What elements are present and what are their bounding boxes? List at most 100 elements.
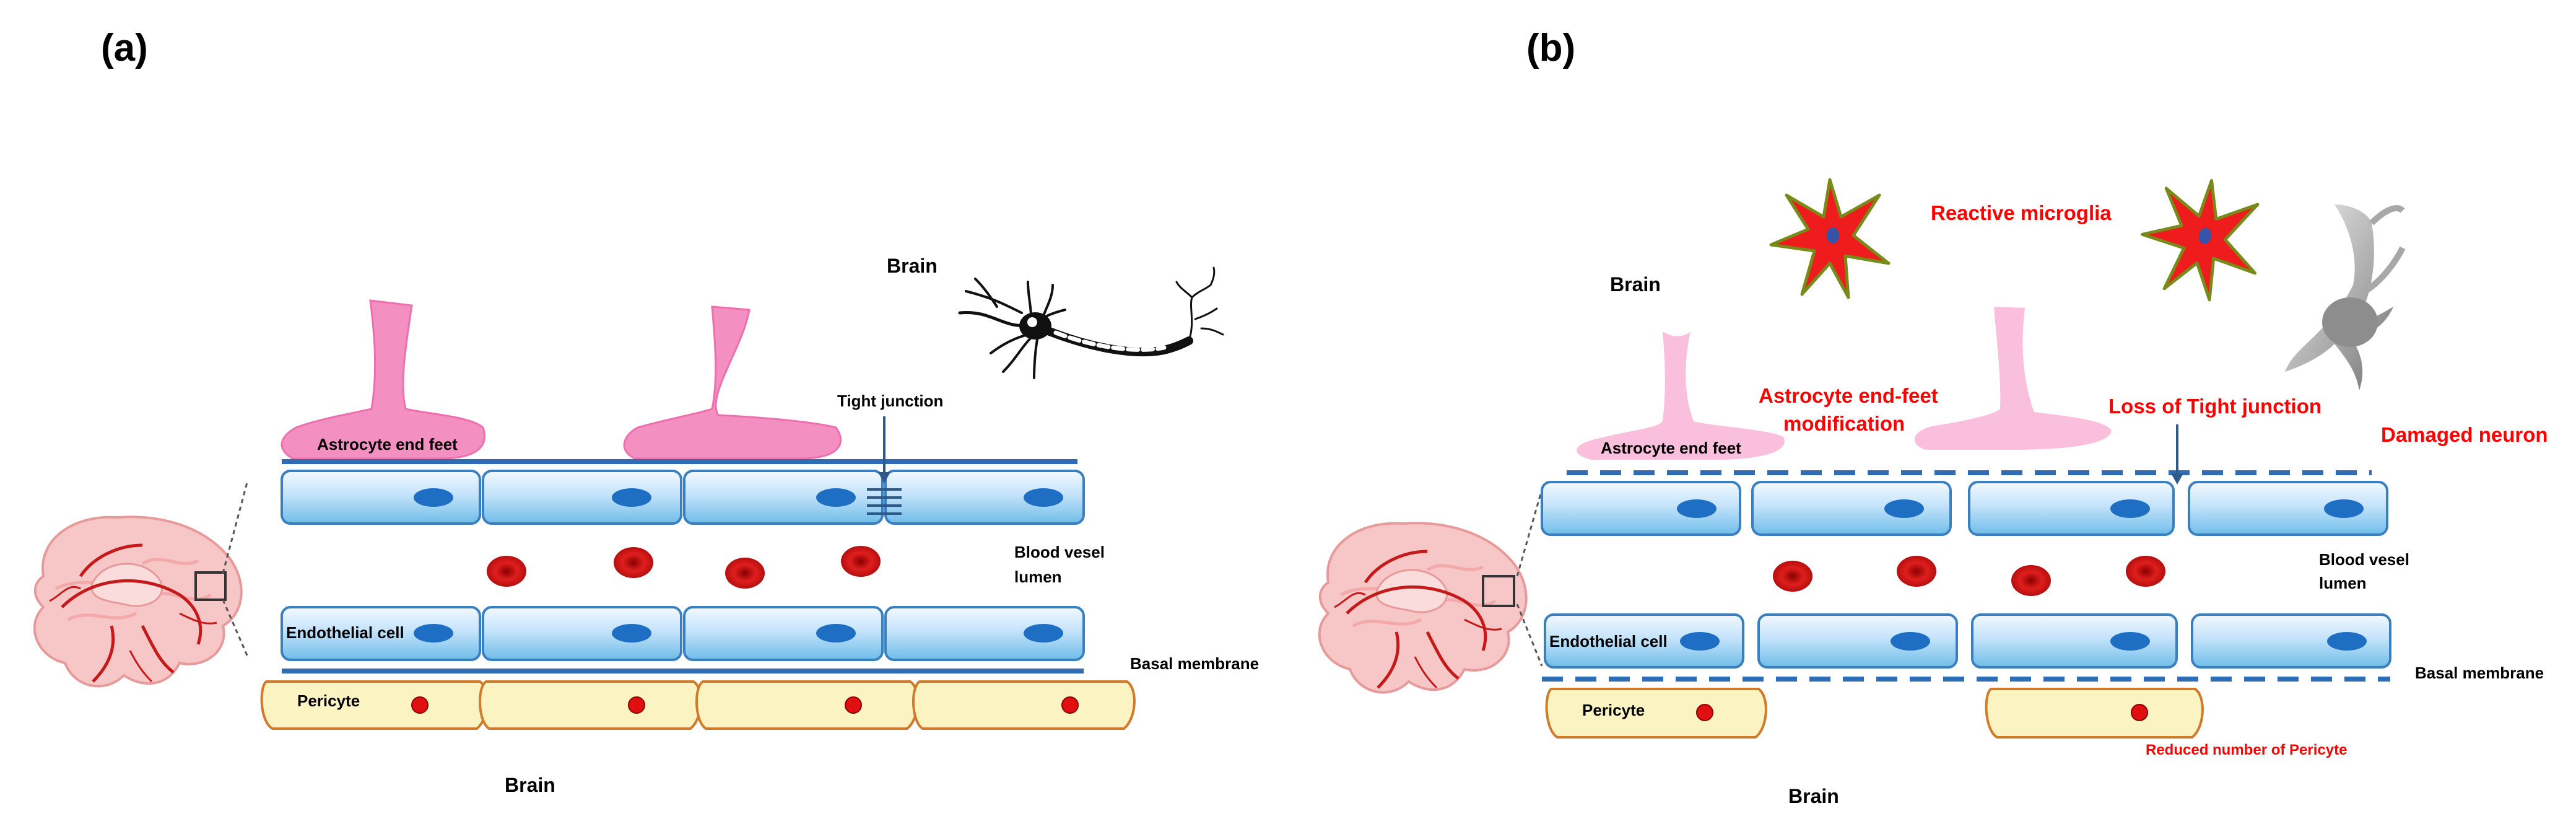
rbc <box>614 547 653 578</box>
brain-illustration <box>1320 523 1526 692</box>
pericytes <box>1545 688 2204 739</box>
nucleus <box>1884 499 1924 518</box>
pericytes <box>260 680 1136 730</box>
pericyte <box>1985 688 2204 739</box>
brain-illustration <box>35 517 242 686</box>
endothelial-cell <box>281 606 481 661</box>
astrocyte-modification-label: Astrocyte end-feet <box>1759 384 1938 407</box>
basal-membrane-label: Basal membrane <box>1130 654 1259 673</box>
astrocyte-modification-label: modification <box>1783 412 1905 435</box>
astrocyte-end-foot <box>1577 331 1785 460</box>
zoom-line <box>1516 603 1543 667</box>
nucleus <box>2324 499 2364 518</box>
tight-junction-marker <box>867 416 902 515</box>
pericyte-label: Pericyte <box>1582 701 1645 719</box>
nucleus <box>1024 488 1063 507</box>
pericyte-nucleus <box>628 696 645 714</box>
nucleus <box>1680 632 1720 651</box>
pericyte <box>260 680 489 730</box>
astrocyte-end-foot <box>281 299 485 460</box>
nucleus <box>612 488 651 507</box>
endothelial-cell <box>1968 481 2175 536</box>
tight-junction-label: Tight junction <box>837 392 943 410</box>
rbc <box>1773 561 1812 592</box>
rbc <box>487 556 526 587</box>
rbc <box>1897 556 1936 587</box>
nucleus <box>1677 499 1717 518</box>
endothelial-cell <box>482 606 682 661</box>
reactive-microglia-label: Reactive microglia <box>1931 201 2112 224</box>
blood-vessel-label: lumen <box>2319 574 2367 592</box>
neuron-illustration <box>958 266 1224 379</box>
endothelial-label: Endothelial cell <box>1549 632 1668 651</box>
zoom-line <box>1516 489 1543 577</box>
endothelial-cell <box>1971 613 2178 669</box>
rbc <box>2011 565 2051 596</box>
pericyte-nucleus <box>1061 696 1079 714</box>
red-blood-cells <box>1773 556 2165 596</box>
rbc <box>841 546 881 577</box>
brain-label-bottom: Brain <box>1788 785 1839 807</box>
red-blood-cells <box>487 546 881 589</box>
basal-membrane-label: Basal membrane <box>2415 664 2544 682</box>
reduced-pericyte-label: Reduced number of Pericyte <box>2146 742 2347 758</box>
brain-label-top: Brain <box>1610 273 1661 296</box>
endothelial-cell <box>1544 613 1744 669</box>
pericyte <box>912 680 1136 730</box>
endothelial-cell <box>1751 481 1952 536</box>
reactive-microglia <box>1771 180 1889 297</box>
nucleus <box>414 624 453 643</box>
nucleus <box>816 624 856 643</box>
nucleus <box>816 488 856 507</box>
damaged-neuron-illustration <box>2285 204 2406 390</box>
pericyte-nucleus <box>845 696 862 714</box>
astrocyte-end-foot <box>623 305 842 460</box>
nucleus <box>2327 632 2367 651</box>
blood-vessel-label: Blood vesel <box>2319 550 2409 569</box>
nucleus <box>1024 624 1063 643</box>
astrocyte-label: Astrocyte end feet <box>317 435 458 454</box>
astrocyte-end-foot <box>1914 307 2112 450</box>
pericyte-nucleus <box>2131 704 2148 721</box>
nucleus <box>2110 499 2150 518</box>
rbc <box>2126 556 2165 587</box>
endothelial-label: Endothelial cell <box>286 623 404 642</box>
endothelial-row-bottom <box>281 606 1085 661</box>
blood-vessel-label: lumen <box>1014 568 1062 586</box>
panel-a: (a) Astrocyte end feet <box>35 27 1259 796</box>
pericyte-label: Pericyte <box>297 691 360 710</box>
endothelial-cell <box>281 470 481 525</box>
panel-a-label: (a) <box>101 27 148 69</box>
loss-tight-junction-arrow <box>2171 424 2183 485</box>
nucleus <box>414 488 453 507</box>
pericyte <box>695 680 919 730</box>
endothelial-row-top <box>281 470 1085 525</box>
nucleus <box>612 624 651 643</box>
nucleus <box>2110 632 2150 651</box>
reactive-microglia <box>2133 170 2269 307</box>
pericyte <box>1545 688 1767 739</box>
endothelial-row-top <box>1541 481 2388 536</box>
blood-vessel-label: Blood vesel <box>1014 543 1105 561</box>
endothelial-cell <box>1541 481 1741 536</box>
rbc <box>725 558 765 589</box>
endothelial-cell <box>884 606 1085 661</box>
loss-tight-junction-label: Loss of Tight junction <box>2108 395 2321 418</box>
nucleus <box>1891 632 1930 651</box>
endothelial-cell <box>683 606 884 661</box>
zoom-line <box>222 599 249 657</box>
astrocyte-label: Astrocyte end feet <box>1601 439 1741 457</box>
endothelial-cell <box>482 470 682 525</box>
endothelial-cell <box>1757 613 1958 669</box>
brain-label-bottom: Brain <box>505 774 555 796</box>
endothelial-cell <box>2188 481 2388 536</box>
pericyte <box>479 680 702 730</box>
pericyte-nucleus <box>411 696 429 714</box>
damaged-neuron-label: Damaged neuron <box>2381 423 2548 446</box>
brain-label-top: Brain <box>887 255 938 277</box>
pericyte-nucleus <box>1696 704 1713 721</box>
endothelial-row-bottom <box>1544 613 2391 669</box>
endothelial-cell <box>2191 613 2391 669</box>
